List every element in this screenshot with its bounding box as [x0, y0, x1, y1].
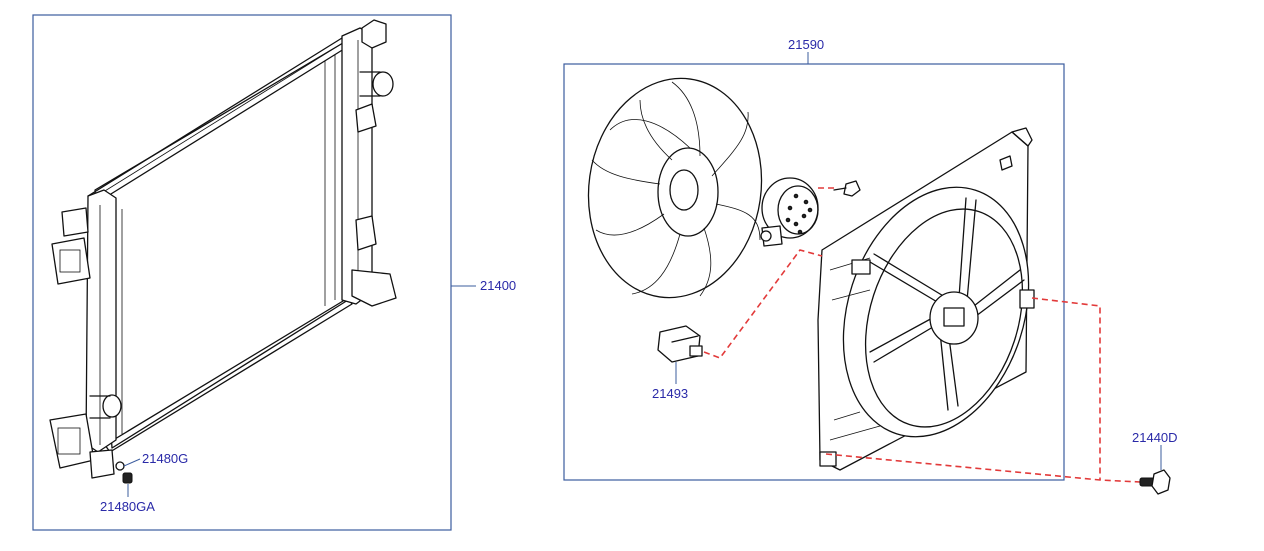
- shroud-bottom-to-bolt-dashed-line: [825, 453, 1141, 483]
- drain-plug-part-number: 21480GA: [100, 499, 155, 514]
- drain-seal-leader: [123, 458, 141, 467]
- radiator-part-number: 21400: [480, 278, 516, 293]
- relay-part-number: 21493: [652, 386, 688, 401]
- drain-plug-seal-part-number: 21480G: [142, 451, 188, 466]
- radiator-drawing: [49, 19, 397, 484]
- fan-shroud-drawing: [817, 127, 1035, 471]
- fan-assembly-part-number: 21590: [788, 37, 824, 52]
- relay-to-shroud-dashed-line: [703, 249, 823, 359]
- fan-blade-drawing: [587, 77, 763, 299]
- shroud-top-to-bolt-dashed-line: [1031, 297, 1101, 480]
- radiator-group-frame: [32, 14, 452, 531]
- fan-motor-drawing: [760, 177, 819, 247]
- fan-assembly-group-frame: [563, 63, 1065, 481]
- shroud-bolt-part-number: 21440D: [1132, 430, 1178, 445]
- shroud-bolt-drawing: [1139, 469, 1171, 495]
- relay-drawing: [657, 325, 703, 363]
- motor-bolt-drawing: [833, 180, 861, 197]
